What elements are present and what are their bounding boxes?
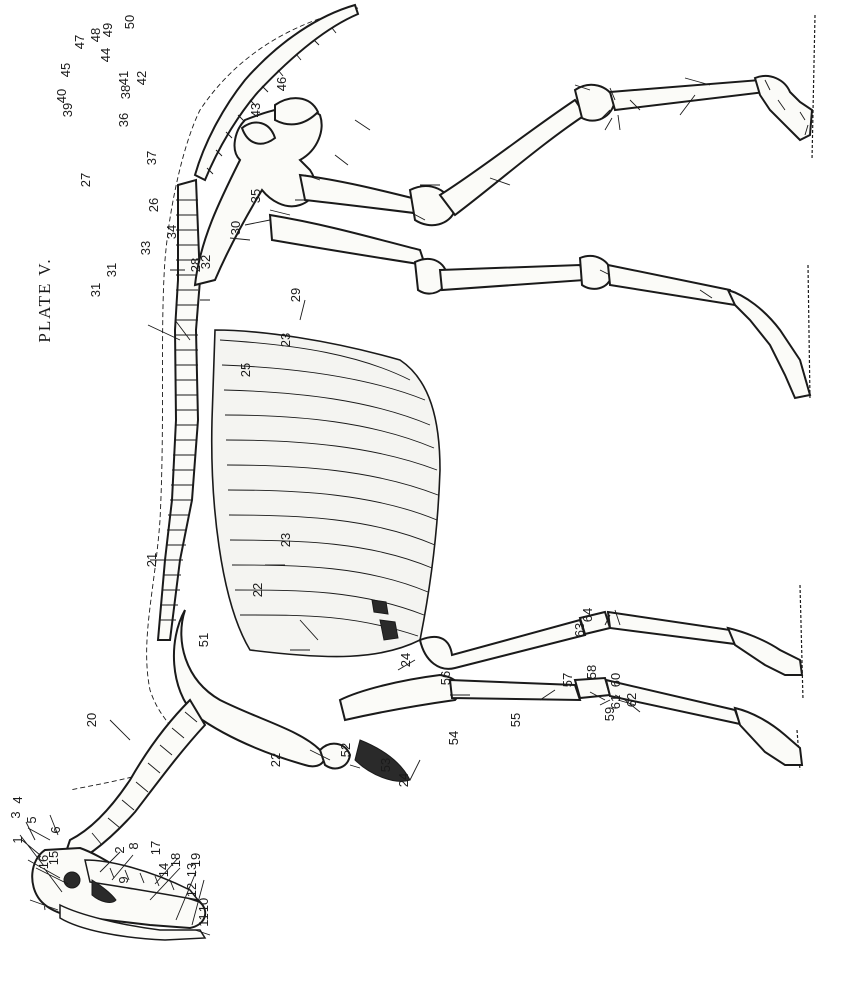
label-17: 17: [148, 841, 163, 855]
label-23b: 23: [278, 533, 293, 547]
label-12: 12: [184, 883, 199, 897]
label-50: 50: [122, 15, 137, 29]
label-34: 34: [164, 225, 179, 239]
label-41: 41: [116, 71, 131, 85]
label-21: 21: [144, 553, 159, 567]
label-38: 38: [118, 85, 133, 99]
label-44: 44: [98, 48, 113, 62]
label-40: 40: [54, 89, 69, 103]
label-42: 42: [134, 71, 149, 85]
fore-leg-far: [420, 612, 802, 675]
hind-leg-near: [300, 76, 812, 225]
label-9: 9: [116, 876, 131, 883]
label-43: 43: [248, 103, 263, 117]
label-35: 35: [248, 189, 263, 203]
label-49: 49: [100, 23, 115, 37]
label-64: 64: [580, 608, 595, 622]
label-60: 60: [608, 673, 623, 687]
label-45: 45: [58, 63, 73, 77]
label-24b: 24: [396, 773, 411, 787]
label-37: 37: [144, 151, 159, 165]
label-16: 16: [36, 855, 51, 869]
label-18: 18: [168, 853, 183, 867]
label-23a: 23: [278, 333, 293, 347]
label-58: 58: [584, 665, 599, 679]
label-6: 6: [48, 826, 63, 833]
label-19: 19: [188, 853, 203, 867]
ribcage: [212, 330, 440, 657]
plate-title: PLATE V.: [35, 257, 54, 342]
label-4: 4: [10, 796, 25, 803]
label-25: 25: [238, 363, 253, 377]
label-22b: 22: [250, 583, 265, 597]
label-51: 51: [196, 633, 211, 647]
label-5: 5: [24, 816, 39, 823]
label-31b: 31: [88, 283, 103, 297]
spine: [158, 180, 200, 640]
label-3: 3: [8, 811, 23, 818]
label-57: 57: [560, 673, 575, 687]
label-63: 63: [572, 623, 587, 637]
label-24a: 24: [398, 653, 413, 667]
label-39: 39: [60, 103, 75, 117]
label-22a: 22: [268, 753, 283, 767]
label-52: 52: [338, 743, 353, 757]
label-2: 2: [112, 846, 127, 853]
label-8: 8: [126, 842, 141, 849]
label-20: 20: [84, 713, 99, 727]
label-36: 36: [116, 113, 131, 127]
label-30: 30: [228, 221, 243, 235]
label-1: 1: [10, 836, 25, 843]
label-55: 55: [508, 713, 523, 727]
label-62: 62: [624, 693, 639, 707]
label-33: 33: [138, 241, 153, 255]
label-46: 46: [274, 77, 289, 91]
label-47: 47: [72, 35, 87, 49]
label-31a: 31: [104, 263, 119, 277]
label-11: 11: [196, 913, 211, 927]
label-27: 27: [78, 173, 93, 187]
label-10: 10: [196, 898, 211, 912]
label-26: 26: [146, 198, 161, 212]
label-56: 56: [438, 671, 453, 685]
label-32: 32: [198, 255, 213, 269]
label-53: 53: [378, 758, 393, 772]
label-54: 54: [446, 731, 461, 745]
label-61: 61: [608, 695, 623, 709]
label-29: 29: [288, 288, 303, 302]
